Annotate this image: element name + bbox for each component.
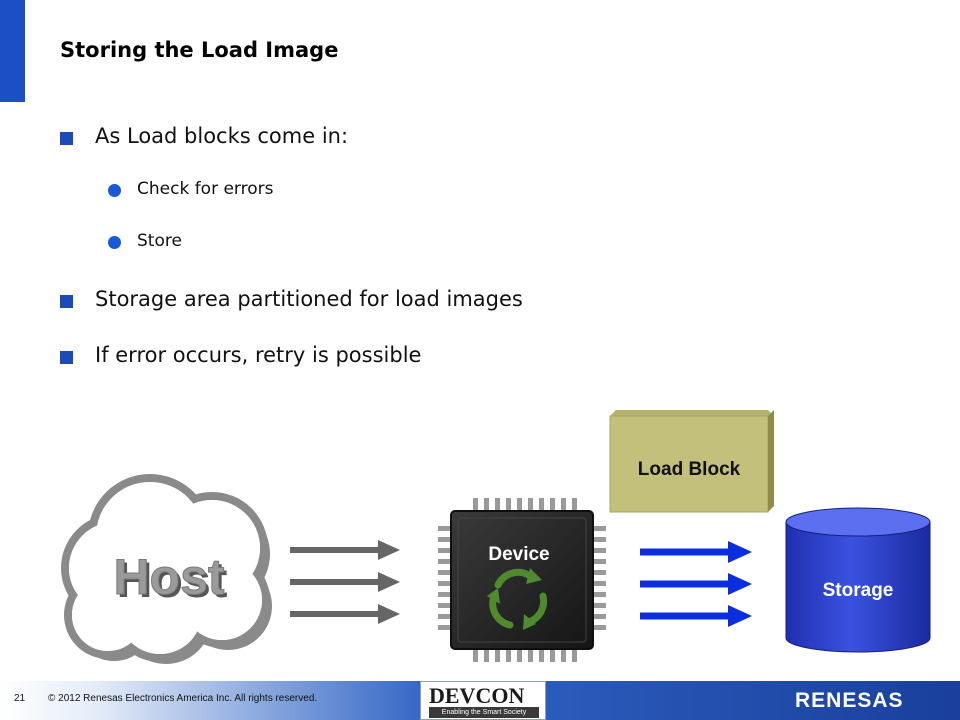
page-number: 21 bbox=[14, 693, 26, 704]
devcon-tagline: Enabling the Smart Society bbox=[429, 707, 539, 718]
host-label: Host bbox=[113, 549, 224, 605]
storage-label: Storage bbox=[823, 580, 894, 601]
devcon-logo: DEVCON Enabling the Smart Society bbox=[420, 681, 546, 720]
title-accent-bar bbox=[0, 0, 25, 102]
copyright-text: © 2012 Renesas Electronics America Inc. … bbox=[48, 693, 318, 704]
host-to-device-arrows bbox=[290, 540, 400, 624]
storage-cylinder-icon bbox=[785, 507, 931, 653]
device-chip-icon bbox=[438, 498, 606, 662]
bullet-text: Storage area partitioned for load images bbox=[95, 287, 523, 311]
gray-arrow-icon bbox=[290, 604, 400, 624]
sub-bullet-text: Store bbox=[137, 231, 182, 251]
bullet-text: If error occurs, retry is possible bbox=[95, 343, 422, 367]
blue-arrow-icon bbox=[640, 541, 752, 563]
bullet-text: As Load blocks come in: bbox=[95, 124, 349, 148]
blue-arrow-icon bbox=[640, 605, 752, 627]
square-bullet-icon bbox=[60, 295, 73, 308]
load-block-icon bbox=[609, 410, 774, 513]
refresh-cycle-icon bbox=[487, 568, 548, 630]
square-bullet-icon bbox=[60, 351, 73, 364]
host-cloud-icon bbox=[61, 474, 272, 664]
host-label-shadow: Host bbox=[116, 552, 227, 608]
data-flow-diagram: Host Host bbox=[61, 410, 931, 664]
devcon-logo-text: DEVCON bbox=[429, 683, 525, 708]
square-bullet-icon bbox=[60, 132, 73, 145]
renesas-logo: RENESAS bbox=[795, 689, 904, 712]
slide-title: Storing the Load Image bbox=[60, 38, 339, 62]
round-bullet-icon bbox=[108, 236, 121, 249]
device-label: Device bbox=[488, 544, 549, 565]
round-bullet-icon bbox=[108, 184, 121, 197]
load-block-label: Load Block bbox=[638, 459, 741, 480]
gray-arrow-icon bbox=[290, 572, 400, 592]
device-to-storage-arrows bbox=[640, 541, 752, 627]
blue-arrow-icon bbox=[640, 573, 752, 595]
slide-footer: 21 © 2012 Renesas Electronics America In… bbox=[0, 681, 960, 720]
sub-bullet-text: Check for errors bbox=[137, 179, 274, 199]
gray-arrow-icon bbox=[290, 540, 400, 560]
